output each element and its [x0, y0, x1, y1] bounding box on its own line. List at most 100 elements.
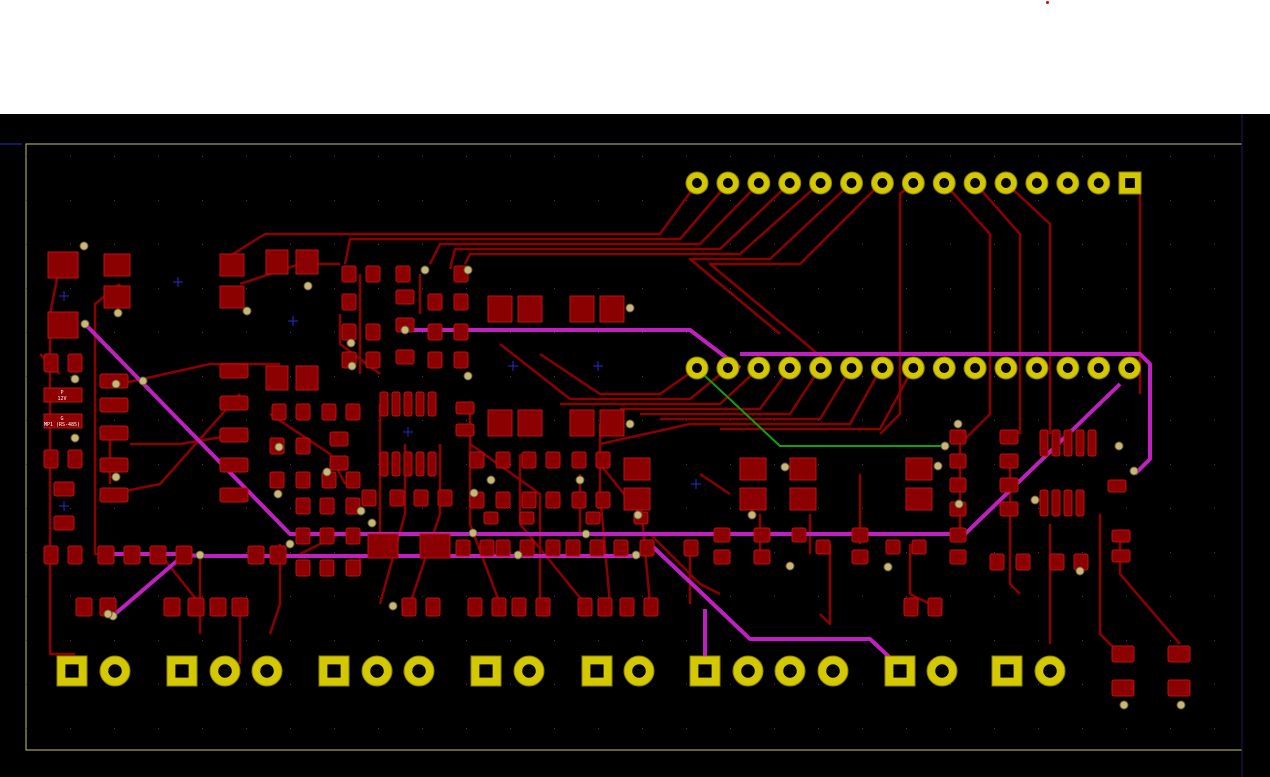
via[interactable] [273, 489, 283, 499]
smd-pad[interactable] [47, 251, 79, 279]
smd-pad[interactable] [67, 449, 83, 469]
smd-pad[interactable] [345, 403, 361, 421]
via[interactable] [346, 338, 356, 348]
smd-pad[interactable] [999, 501, 1019, 517]
smd-pad[interactable] [149, 545, 167, 565]
smd-pad[interactable] [99, 487, 129, 503]
smd-pad[interactable] [545, 451, 561, 469]
smd-pad[interactable] [683, 539, 699, 557]
smd-pad[interactable] [487, 409, 513, 437]
vias[interactable] [70, 241, 1186, 710]
via[interactable] [113, 308, 123, 318]
smd-pad[interactable] [903, 597, 919, 617]
smd-pad[interactable] [219, 427, 249, 443]
smd-pad[interactable] [265, 365, 289, 391]
smd-pad[interactable] [1051, 429, 1061, 457]
smd-pad[interactable] [1167, 645, 1191, 663]
smd-pad[interactable] [425, 597, 441, 617]
via[interactable] [70, 433, 80, 443]
smd-pad[interactable] [911, 539, 927, 555]
smd-pad[interactable] [329, 431, 349, 447]
smd-pad[interactable] [413, 489, 429, 507]
smd-pad[interactable] [753, 527, 771, 543]
smd-pad[interactable] [521, 491, 537, 509]
smd-pad[interactable] [469, 451, 485, 469]
smd-pad[interactable] [341, 323, 357, 341]
smd-pad[interactable] [453, 351, 469, 369]
smd-pad[interactable] [1087, 429, 1097, 457]
smd-pad[interactable] [589, 539, 605, 557]
smd-pad[interactable] [319, 527, 335, 545]
via[interactable] [625, 303, 635, 313]
smd-pad[interactable] [569, 295, 595, 323]
via[interactable] [933, 461, 943, 471]
smd-pad[interactable] [319, 559, 335, 577]
smd-pad[interactable] [187, 597, 205, 617]
via[interactable] [513, 550, 523, 560]
smd-pad[interactable] [1111, 645, 1135, 663]
smd-pad[interactable] [321, 403, 337, 421]
pcb-board-view[interactable]: P 12V G MP1 (RS-485) [0, 114, 1270, 777]
smd-pad[interactable] [1039, 429, 1049, 457]
smd-pad[interactable] [427, 351, 443, 369]
smd-pad[interactable] [999, 429, 1019, 445]
smd-pad[interactable] [295, 249, 319, 275]
smd-pad[interactable] [483, 511, 499, 525]
via[interactable] [1075, 566, 1085, 576]
smd-pad[interactable] [535, 597, 551, 617]
smd-pad[interactable] [511, 597, 527, 617]
smd-pad[interactable] [99, 457, 129, 473]
smd-pad[interactable] [97, 545, 115, 565]
smd-pad[interactable] [455, 423, 475, 437]
smd-pad[interactable] [905, 457, 933, 481]
via[interactable] [367, 518, 377, 528]
smd-pad[interactable] [403, 451, 413, 477]
smd-pad[interactable] [949, 549, 967, 565]
smd-pad[interactable] [365, 265, 381, 283]
via[interactable] [953, 419, 963, 429]
smd-pad[interactable] [319, 497, 335, 515]
smd-pad[interactable] [295, 365, 319, 391]
smd-pad[interactable] [295, 559, 311, 577]
smd-pad[interactable] [521, 451, 537, 469]
smd-pad[interactable] [99, 397, 129, 413]
smd-pad[interactable] [495, 451, 511, 469]
via[interactable] [80, 319, 90, 329]
smd-pad[interactable] [103, 285, 131, 309]
via[interactable] [79, 241, 89, 251]
smd-pad[interactable] [1063, 489, 1073, 517]
smd-pad[interactable] [595, 451, 611, 469]
smd-pad[interactable] [1075, 429, 1085, 457]
via[interactable] [1114, 441, 1124, 451]
via[interactable] [463, 265, 473, 275]
smd-pad[interactable] [43, 353, 59, 373]
smd-pad[interactable] [753, 549, 771, 565]
smd-pad[interactable] [53, 481, 75, 497]
smd-pad[interactable] [479, 539, 495, 557]
smd-pad[interactable] [391, 451, 401, 477]
thru-hole-pin-square[interactable] [470, 655, 502, 687]
via[interactable] [400, 325, 410, 335]
smd-pad[interactable] [999, 453, 1019, 469]
smd-pad[interactable] [209, 597, 227, 617]
via[interactable] [1176, 700, 1186, 710]
via[interactable] [242, 306, 252, 316]
smd-pad[interactable] [427, 451, 437, 477]
smd-pad[interactable] [789, 457, 817, 481]
via[interactable] [631, 550, 641, 560]
smd-pad[interactable] [379, 391, 389, 417]
smd-pad[interactable] [295, 527, 311, 545]
smd-pad[interactable] [341, 293, 357, 311]
via[interactable] [356, 506, 366, 516]
smd-pad[interactable] [345, 559, 361, 577]
smd-pad[interactable] [597, 597, 613, 617]
smd-pad[interactable] [437, 489, 453, 507]
smd-pad[interactable] [361, 489, 377, 507]
smd-pad[interactable] [345, 471, 361, 489]
smd-pad[interactable] [75, 597, 93, 617]
smd-pad[interactable] [345, 497, 361, 515]
smd-pad[interactable] [1063, 429, 1073, 457]
smd-pad[interactable] [619, 597, 635, 617]
smd-pad[interactable] [453, 323, 469, 341]
smd-pad[interactable] [219, 457, 249, 473]
